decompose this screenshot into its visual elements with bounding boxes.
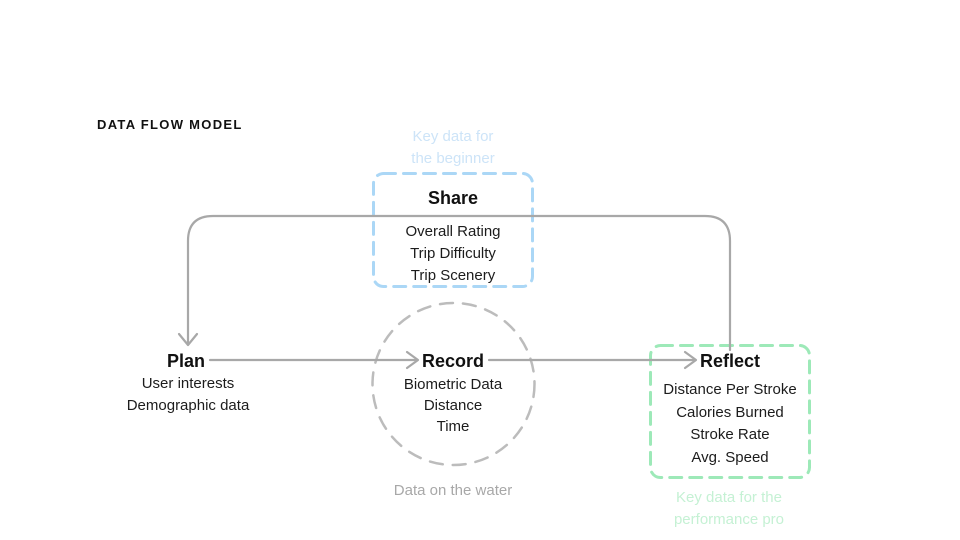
share-caption-line: Key data for [412, 128, 494, 145]
reflect-node-label: Reflect [699, 351, 761, 371]
share-box-outline [372, 172, 534, 288]
plan-arrowhead-icon [177, 332, 199, 347]
reflect-caption-line: performance pro [673, 511, 785, 528]
reflect-caption: Key data for the performance pro [674, 487, 784, 531]
record-arrowhead-icon [405, 350, 420, 370]
record-item: Time [436, 418, 470, 435]
share-item: Trip Difficulty [410, 245, 496, 262]
record-item: Biometric Data [403, 376, 503, 393]
reflect-arrowhead-icon [683, 350, 698, 370]
record-item: Distance [423, 397, 483, 414]
record-circle-outline [371, 301, 536, 467]
reflect-item: Distance Per Stroke [663, 381, 797, 398]
reflect-to-plan-connector [186, 214, 732, 352]
record-caption: Data on the water [393, 482, 513, 499]
plan-item: User interests [141, 375, 235, 392]
share-caption: Key data for the beginner [411, 126, 494, 170]
reflect-item: Calories Burned [676, 403, 784, 421]
reflect-item: Avg. Speed [691, 448, 769, 466]
share-item: Trip Scenery [410, 267, 496, 284]
plan-node-items: User interests Demographic data [127, 373, 250, 417]
reflect-node-items: Distance Per Stroke Calories Burned Stro… [663, 379, 796, 469]
share-caption-line: the beginner [411, 150, 495, 167]
share-node-label: Share [427, 188, 479, 208]
record-node-label: Record [421, 351, 485, 371]
plan-item: Demographic data [126, 397, 250, 414]
share-node-items: Overall Rating Trip Difficulty Trip Scen… [405, 221, 500, 287]
reflect-item: Stroke Rate [690, 426, 770, 443]
plan-node-label: Plan [166, 351, 206, 371]
diagram-title: DATA FLOW MODEL [97, 117, 243, 132]
record-node-items: Biometric Data Distance Time [404, 374, 502, 437]
share-item: Overall Rating [405, 223, 501, 240]
reflect-caption-line: Key data for the [676, 489, 782, 506]
